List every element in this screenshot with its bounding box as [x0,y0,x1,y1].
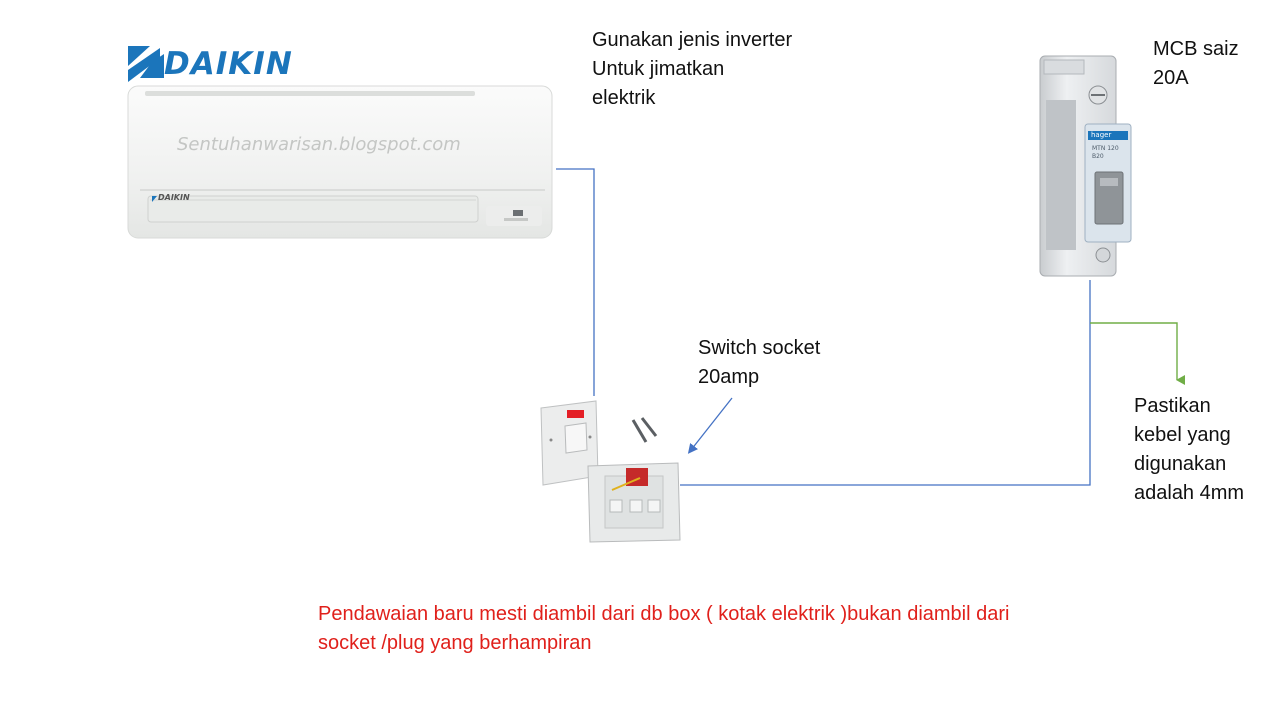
switch-socket [540,400,681,543]
mcb-maker-label: hager [1091,131,1112,139]
cable-note: Pastikan kebel yang digunakan adalah 4mm [1134,395,1245,504]
watermark-text: Sentuhanwarisan.blogspot.com [177,134,461,155]
mcb-rating-label: B20 [1092,153,1104,160]
wire-socket-to-mcb [680,280,1091,486]
unit-badge: DAIKIN [158,193,190,202]
pointer-arrow-switch-socket [687,397,733,454]
daikin-logo-icon [128,46,164,82]
warning-text: Pendawaian baru mesti diambil dari db bo… [318,603,1010,654]
mcb-label: MCB saiz 20A [1153,38,1239,89]
inverter-note: Gunakan jenis inverter Untuk jimatkan el… [592,29,793,109]
mcb-model-label: MTN 120 [1092,145,1119,152]
mcb-breaker [1039,55,1132,277]
air-conditioner-unit [127,85,553,239]
wiring [556,168,1091,486]
switch-socket-label: Switch socket 20amp [698,337,821,388]
wire-ac-to-socket [556,168,595,396]
green-arrow [1090,322,1185,385]
brand-name: DAIKIN [164,46,293,82]
